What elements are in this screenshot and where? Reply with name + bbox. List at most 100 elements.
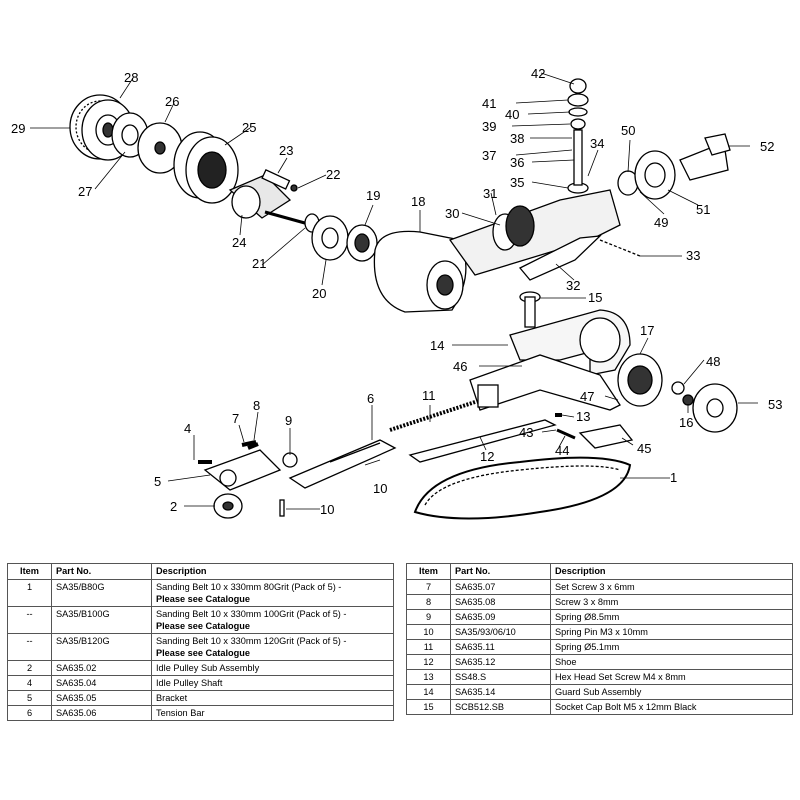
callout-10a: 10 [373,481,387,496]
shoe-12 [408,419,557,463]
bracket-45 [578,424,634,449]
callout-46: 46 [453,359,467,374]
body-24 [228,174,292,219]
description-text: Idle Pulley Sub Assembly [156,663,260,673]
callout-19: 19 [366,188,380,203]
description-text: Spring Ø5.1mm [555,642,620,652]
callout-17: 17 [640,323,654,338]
screw-22 [290,184,298,192]
cell-part-no: SA635.08 [450,594,551,610]
cell-item: 10 [406,624,451,640]
callout-52: 52 [760,139,774,154]
cell-part-no: SA635.07 [450,579,551,595]
cell-item: 15 [406,699,451,715]
table-header-row: Item Part No. Description [406,563,793,580]
callout-13: 13 [576,409,590,424]
key-23 [261,169,291,190]
sanding-belt-1 [413,456,632,520]
cell-item: 5 [7,690,52,706]
description-note: Please see Catalogue [156,621,250,631]
cell-item: 9 [406,609,451,625]
callout-32: 32 [566,278,580,293]
housing-25 [173,131,239,204]
lever-32-33 [518,235,641,281]
header-item: Item [406,563,451,580]
description-text: Spring Ø8.5mm [555,612,620,622]
cell-part-no: SA635.12 [450,654,551,670]
callout-18: 18 [411,194,425,209]
parts-drawing [69,78,738,520]
cell-part-no: SA35/B120G [51,633,152,661]
callout-6: 6 [367,391,374,406]
cell-item: 1 [7,579,52,607]
callout-38: 38 [510,131,524,146]
leader-lines [30,72,758,510]
cell-part-no: SA35/93/06/10 [450,624,551,640]
bracket-5 [203,449,282,491]
description-text: Socket Cap Bolt M5 x 12mm Black [555,702,697,712]
motor-body [448,189,621,276]
callout-4: 4 [184,421,191,436]
description-text: Shoe [555,657,577,667]
header-part-no: Part No. [51,563,152,580]
cell-item: 13 [406,669,451,685]
cell-item: 14 [406,684,451,700]
description-text: Screw 3 x 8mm [555,597,619,607]
description-text: Idle Pulley Shaft [156,678,223,688]
shaft-21 [264,210,320,233]
callout-7: 7 [232,411,239,426]
description-text: Tension Bar [156,708,205,718]
callout-23: 23 [279,143,293,158]
cell-item: 4 [7,675,52,691]
cell-item: 12 [406,654,451,670]
washer-53 [692,383,738,433]
cell-description: Set Screw 3 x 6mm [550,579,793,595]
header-part-no: Part No. [450,563,551,580]
tension-bar-6 [288,439,397,489]
description-text: Bracket [156,693,188,703]
callout-24: 24 [232,235,246,250]
pulley-2 [213,493,243,519]
callout-1: 1 [670,470,677,485]
callout-35: 35 [510,175,524,190]
callout-51: 51 [696,202,710,217]
cell-description: Shoe [550,654,793,670]
cell-description: Guard Sub Assembly [550,684,793,700]
callout-33: 33 [686,248,700,263]
cell-item: 6 [7,705,52,721]
header-item: Item [7,563,52,580]
callout-30: 30 [445,206,459,221]
description-note: Please see Catalogue [156,594,250,604]
callout-labels: 1 2 4 5 6 7 8 9 10 10 11 12 13 14 15 16 … [11,66,782,517]
callout-27: 27 [78,184,92,199]
callout-10b: 10 [320,502,334,517]
header-description: Description [151,563,394,580]
screw-13-43-44 [555,413,576,440]
bearing-19 [346,224,378,262]
callout-34: 34 [590,136,604,151]
cell-description: Socket Cap Bolt M5 x 12mm Black [550,699,793,715]
cell-description: Sanding Belt 10 x 330mm 80Grit (Pack of … [151,579,394,607]
callout-29: 29 [11,121,25,136]
callout-48: 48 [706,354,720,369]
description-text: Sanding Belt 10 x 330mm 120Grit (Pack of… [156,636,347,646]
callout-12: 12 [480,449,494,464]
cell-description: Idle Pulley Shaft [151,675,394,691]
callout-50: 50 [621,123,635,138]
header-description: Description [550,563,793,580]
cell-part-no: SA635.11 [450,639,551,655]
cell-part-no: SS48.S [450,669,551,685]
callout-25: 25 [242,120,256,135]
description-note: Please see Catalogue [156,648,250,658]
